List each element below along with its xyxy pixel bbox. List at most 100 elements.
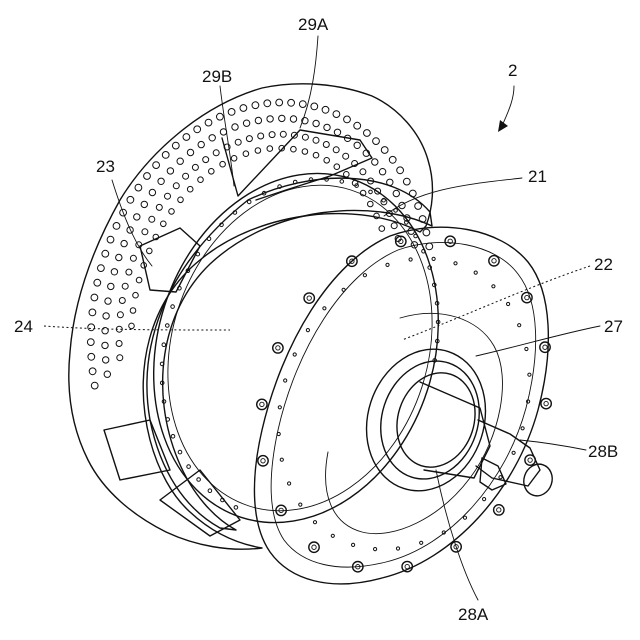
label-fig-ref: 2	[508, 61, 517, 80]
cover-rivet	[507, 302, 510, 305]
housing-rivet	[171, 305, 175, 309]
cover-rivet	[306, 329, 309, 332]
cover-bolt-center	[312, 545, 316, 549]
cover-bolt	[304, 293, 314, 303]
disc-hole	[198, 141, 204, 147]
disc-hole	[98, 265, 105, 272]
disc-hole	[87, 339, 94, 346]
disc-hole	[194, 126, 201, 133]
disc-hole	[162, 152, 169, 159]
disc-hole	[88, 324, 95, 331]
disc-hole	[255, 148, 261, 154]
disc-hole	[288, 99, 295, 106]
disc-hole	[203, 157, 209, 163]
disc-hole	[379, 169, 385, 175]
disc-hole	[116, 254, 122, 260]
cover-bolt-center	[543, 345, 547, 349]
leader-22	[402, 266, 590, 340]
disc-hole	[246, 136, 252, 142]
label-21: 21	[528, 167, 547, 186]
disc-hole	[103, 313, 109, 319]
disc-hole	[173, 183, 179, 189]
cover-bolt-center	[497, 508, 501, 512]
disc-hole	[302, 149, 308, 155]
disc-hole	[423, 229, 430, 236]
disc-hole	[232, 124, 238, 130]
cover-bolts	[257, 236, 552, 572]
disc-hole	[198, 177, 204, 183]
cover-bolt	[541, 398, 551, 408]
disc-hole	[94, 279, 101, 286]
disc-hole	[89, 368, 96, 375]
cover-rivet	[483, 498, 486, 501]
disc-hole	[393, 190, 399, 196]
disc-hole	[243, 120, 249, 126]
cover-bolt-center	[492, 259, 496, 263]
disc-hole	[334, 129, 340, 135]
cover-rivet	[323, 307, 326, 310]
disc-hole	[243, 151, 249, 157]
disc-hole	[133, 292, 139, 298]
disc-hole	[122, 283, 128, 289]
label-28B: 28B	[588, 442, 618, 461]
disc-hole	[91, 294, 98, 301]
disc-hole	[165, 193, 171, 199]
cover-rivet	[527, 400, 530, 403]
cover-plate-inner-rim	[271, 242, 536, 567]
housing-rivet	[247, 200, 251, 204]
leader-27	[476, 326, 600, 356]
disc-hole	[161, 221, 167, 227]
disc-hole	[119, 298, 125, 304]
disc-hole	[213, 150, 219, 156]
disc-hole	[379, 226, 385, 232]
disc-hole	[269, 132, 275, 138]
disc-hole	[127, 196, 134, 203]
disc-hole	[104, 371, 110, 377]
disc-hole	[324, 158, 330, 164]
housing-rivets	[160, 178, 440, 510]
disc-hole	[205, 119, 212, 126]
housing-rivet	[166, 324, 170, 328]
cover-rivet	[420, 541, 423, 544]
disc-hole	[113, 223, 120, 230]
disc-hole	[333, 111, 340, 118]
disc-hole	[279, 115, 285, 121]
disc-hole	[397, 167, 404, 174]
disc-hole	[183, 134, 190, 141]
disc-arm-lower	[104, 420, 170, 480]
cover-rivet	[396, 547, 399, 550]
cover-rivet	[386, 263, 389, 266]
cover-bolt-center	[405, 564, 409, 568]
disc-hole	[105, 298, 111, 304]
shaft-flat	[480, 458, 506, 490]
housing-rivet	[178, 450, 182, 454]
disc-hole	[255, 117, 261, 123]
housing-rivet	[234, 506, 238, 510]
label-23: 23	[96, 157, 115, 176]
disc-hole	[88, 353, 95, 360]
disc-hole	[147, 248, 153, 254]
disc-hole	[302, 134, 308, 140]
label-27: 27	[604, 317, 623, 336]
cover-bolt-center	[544, 401, 548, 405]
cover-rivet	[432, 257, 435, 260]
label-29B: 29B	[202, 67, 232, 86]
disc-hole	[276, 99, 283, 106]
housing-rivet	[207, 237, 211, 241]
disc-hole	[343, 153, 349, 159]
disc-hole	[389, 156, 396, 163]
disc-hole	[134, 214, 140, 220]
disc-hole	[264, 100, 271, 107]
cover-rivet	[442, 531, 445, 534]
disc-hole	[252, 102, 259, 109]
disc-hole	[91, 382, 98, 389]
disc-arm-left	[140, 228, 200, 292]
disc-hole	[267, 146, 273, 152]
shaft-collar-inner	[385, 363, 487, 478]
cover-bolt-center	[307, 296, 311, 300]
cover-bolt	[258, 456, 268, 466]
disc-hole	[187, 149, 193, 155]
disc-hole	[130, 308, 136, 314]
disc-hole	[153, 162, 160, 169]
